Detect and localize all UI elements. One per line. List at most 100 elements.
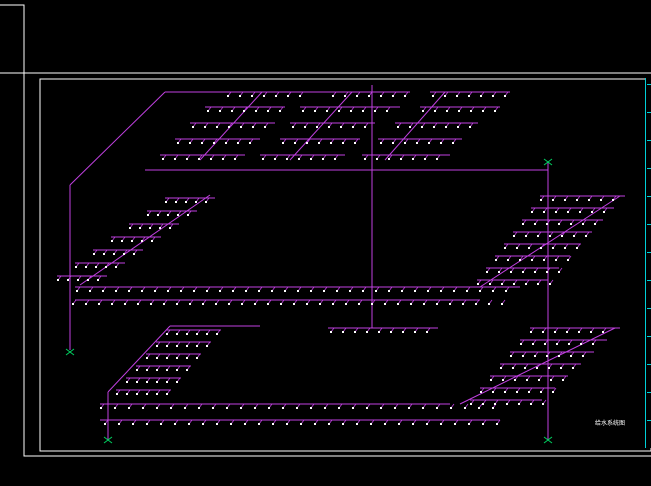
upper-fixture-3-0-181: [177, 142, 179, 144]
lower-right-fix-6-510: [506, 403, 508, 405]
upper-fixture-0-2-484: [480, 95, 482, 97]
upper-fixture-4-1-302: [298, 158, 300, 160]
mid-right-fix-0-592: [588, 199, 590, 201]
frame-outer-border: [0, 72, 651, 457]
upper-fixture-0-2-436: [432, 95, 434, 97]
mid-front2-fix-353: [345, 303, 347, 305]
mid-right-fix-2-550: [546, 223, 548, 225]
mid-left-fix-3-125: [121, 240, 123, 242]
mid-right-fix-4-544: [540, 247, 542, 249]
upper-fixture-3-2-420: [416, 142, 418, 144]
upper-fixture-3-0-253: [249, 142, 251, 144]
lower-front-fix-118: [114, 407, 116, 409]
upper-fixture-1-2-462: [458, 110, 460, 112]
upper-fixture-2-0-244: [240, 126, 242, 128]
mid-right-fix-6-514: [510, 271, 512, 273]
lower-front-fix-244: [240, 407, 242, 409]
lower-front2-fix-496: [496, 423, 498, 425]
lower-right-fix-4-554: [550, 379, 552, 381]
mid-front-fix-184: [180, 290, 182, 292]
lower-front-fix-160: [156, 407, 158, 409]
lower-left-fix-4-180: [176, 381, 178, 383]
lower-right-fix-5-520: [516, 391, 518, 393]
upper-fixture-1-1-354: [350, 110, 352, 112]
mid-right-fix-3-541: [537, 235, 539, 237]
edge-strip-tick: [647, 308, 651, 309]
mid-front2-fix-119: [111, 303, 113, 305]
mid-right-fix-1-571: [567, 211, 569, 213]
mid-right-fix-1-583: [579, 211, 581, 213]
upper-fixture-4-1-326: [322, 158, 324, 160]
lower-front-fix-440: [436, 407, 438, 409]
mid-front-fix-379: [375, 290, 377, 292]
lower-left-diagonal: [107, 325, 171, 393]
upper-fixture-1-1-306: [302, 110, 304, 112]
mid-right-fix-3-565: [561, 235, 563, 237]
upper-fixture-3-1-322: [318, 142, 320, 144]
upper-fixture-2-1-308: [304, 126, 306, 128]
lower-front2-fix-132: [132, 423, 134, 425]
upper-lateral-2: [384, 91, 446, 161]
edge-strip-tick: [647, 252, 651, 253]
mid-front2-fix-210: [202, 303, 204, 305]
upper-fixture-0-1-396: [392, 95, 394, 97]
upper-fixture-0-1-408: [404, 95, 406, 97]
upper-fixture-1-2-474: [470, 110, 472, 112]
lower-front2-fix-482: [482, 423, 484, 425]
upper-fixture-4-0-178: [174, 158, 176, 160]
lower-front-fix-426: [422, 407, 424, 409]
upper-fixture-1-2-426: [422, 110, 424, 112]
mid-front-fix-80: [76, 290, 78, 292]
upper-fixture-2-1-320: [316, 126, 318, 128]
frame-inner-border: [39, 78, 651, 452]
lower-right-fix-1-536: [532, 343, 534, 345]
mid-left-fix-3-145: [141, 240, 143, 242]
upper-fixture-3-1-310: [306, 142, 308, 144]
lower-right-fix-2-574: [570, 355, 572, 357]
upper-fixture-0-1-384: [380, 95, 382, 97]
upper-fixture-1-1-330: [326, 110, 328, 112]
mid-front2-fix-327: [319, 303, 321, 305]
upper-fixture-0-0-255: [251, 95, 253, 97]
lower-left-fix-4-170: [166, 381, 168, 383]
lower-front-fix-146: [142, 407, 144, 409]
mid-right-fix-5-511: [507, 259, 509, 261]
lower-right-fix-4-542: [538, 379, 540, 381]
mid-front-fix-431: [427, 290, 429, 292]
mid-left-fix-2-163: [159, 227, 161, 229]
lower-front-fix-314: [310, 407, 312, 409]
upper-fixture-4-0-190: [186, 158, 188, 160]
upper-fixture-0-0-243: [239, 95, 241, 97]
lower-center-fix-382: [378, 331, 380, 333]
mid-right-fix-4-508: [504, 247, 506, 249]
lower-front-fix-454: [450, 407, 452, 409]
mid-front2-fix-236: [228, 303, 230, 305]
upper-fixture-0-0-267: [263, 95, 265, 97]
lower-left-fix-1-210: [206, 345, 208, 347]
upper-fixture-3-0-241: [237, 142, 239, 144]
mid-right-fix-7-553: [549, 283, 551, 285]
upper-fixture-0-2-460: [456, 95, 458, 97]
mid-front-fix-509: [505, 290, 507, 292]
mid-left-fix-5-79: [75, 266, 77, 268]
upper-fixture-0-2-472: [468, 95, 470, 97]
upper-fixture-3-1-298: [294, 142, 296, 144]
lower-right-fix-5-556: [552, 391, 554, 393]
upper-fixture-4-2-368: [364, 158, 366, 160]
mid-right-fix-0-604: [600, 199, 602, 201]
mid-front-fix-262: [258, 290, 260, 292]
lower-front-fix-272: [268, 407, 270, 409]
lower-front2-fix-328: [328, 423, 330, 425]
upper-fixture-1-0-259: [255, 110, 257, 112]
lower-front-fix-412: [408, 407, 410, 409]
lower-center-fix-430: [426, 331, 428, 333]
upper-fixture-3-2-456: [452, 142, 454, 144]
mid-front-fix-418: [414, 290, 416, 292]
mid-front-fix-340: [336, 290, 338, 292]
upper-fixture-4-0-202: [198, 158, 200, 160]
upper-fixture-2-0-256: [252, 126, 254, 128]
lower-left-fix-0-200: [196, 333, 198, 335]
mid-right-fix-5-535: [531, 259, 533, 261]
mid-left-fix-3-115: [111, 240, 113, 242]
